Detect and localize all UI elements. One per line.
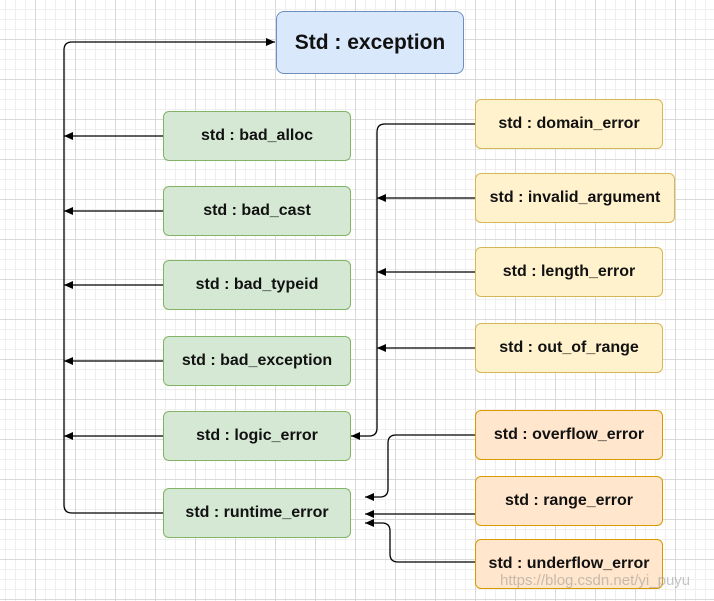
connector-domain-error [351,123,476,440]
node-bad-exception: std : bad_exception [163,336,351,386]
node-length-error: std : length_error [475,247,663,297]
node-exception: Std : exception [276,11,464,74]
node-underflow-error: std : underflow_error [475,539,663,589]
connector-runtime-to-exception [63,38,275,514]
watermark: https://blog.csdn.net/yi_puyu [500,572,691,589]
node-bad-typeid: std : bad_typeid [163,260,351,310]
node-bad-alloc: std : bad_alloc [163,111,351,161]
node-invalid-argument: std : invalid_argument [475,173,675,223]
node-overflow-error: std : overflow_error [475,410,663,460]
node-logic-error: std : logic_error [163,411,351,461]
node-range-error: std : range_error [475,476,663,526]
node-runtime-error: std : runtime_error [163,488,351,538]
node-bad-cast: std : bad_cast [163,186,351,236]
node-out-of-range: std : out_of_range [475,323,663,373]
node-domain-error: std : domain_error [475,99,663,149]
connector-overflow-error [365,434,476,501]
connector-underflow-error [365,519,476,563]
